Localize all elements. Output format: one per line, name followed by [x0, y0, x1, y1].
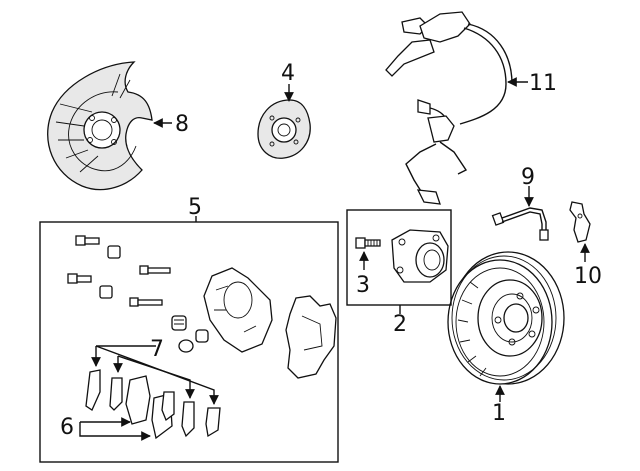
hub-group-box	[346, 209, 452, 306]
dust-shield-part	[47, 61, 153, 191]
hub-bearing-part	[391, 229, 449, 283]
sensor-harness-part	[385, 11, 513, 205]
caliper-part	[203, 267, 273, 353]
callout-10: 10	[574, 264, 602, 289]
caliper-group-box	[39, 221, 339, 463]
callout-9: 9	[521, 165, 535, 190]
callout-7: 7	[150, 337, 164, 362]
callout-6: 6	[60, 415, 74, 440]
callout-11: 11	[529, 71, 557, 96]
callout-5: 5	[188, 195, 202, 220]
brake-rotor-part	[447, 251, 565, 385]
callout-2: 2	[393, 312, 407, 337]
callout-8: 8	[175, 112, 189, 137]
hub-bolt-part	[355, 237, 381, 249]
boot-part	[171, 315, 209, 353]
caliper-bracket-part	[285, 295, 337, 379]
bracket-clip-part	[569, 201, 591, 243]
callout-4: 4	[281, 61, 295, 86]
callout-3: 3	[356, 273, 370, 298]
brake-hose-part	[491, 207, 549, 241]
plate-part	[257, 99, 311, 159]
caliper-bolt-part	[67, 273, 163, 307]
callout-1: 1	[492, 401, 506, 426]
pad-shim-part	[85, 369, 221, 440]
guide-bolt-part	[75, 235, 171, 275]
